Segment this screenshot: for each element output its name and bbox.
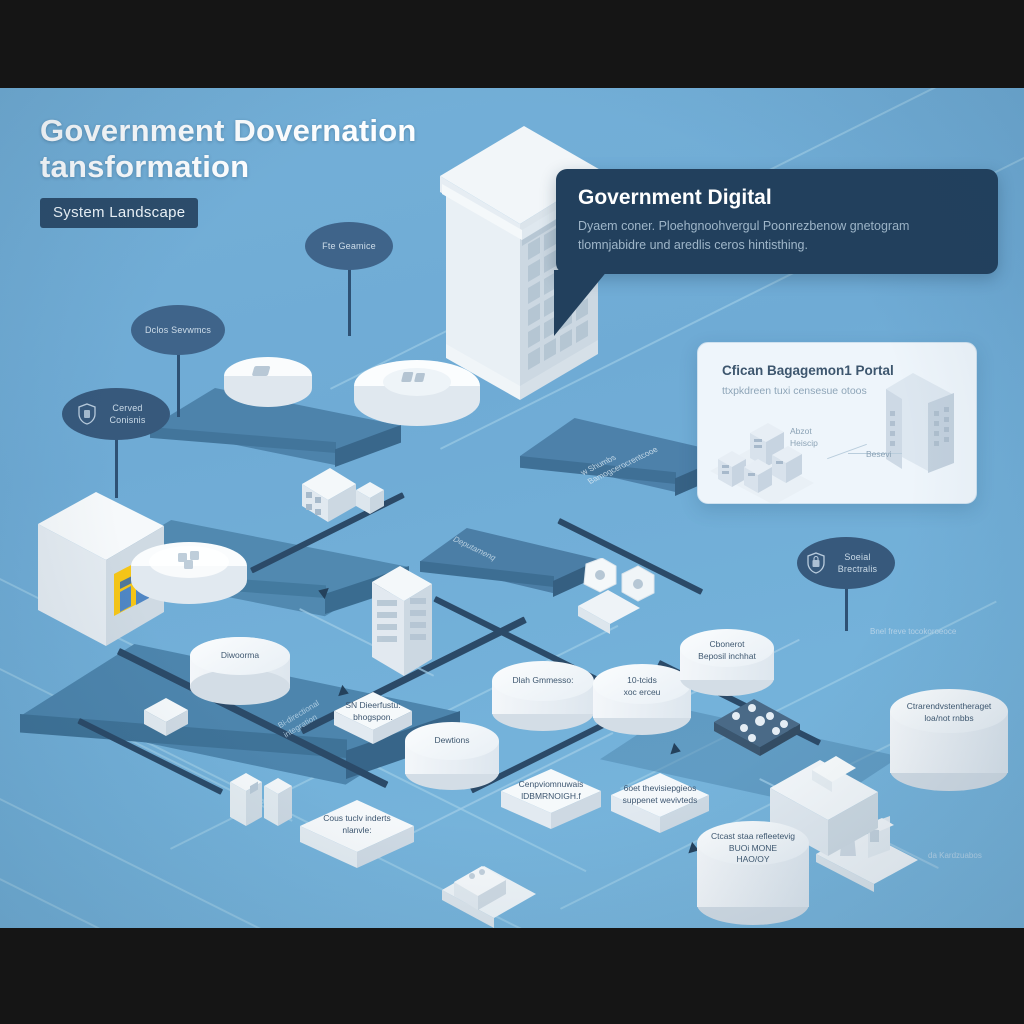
cylinder-data-governance[interactable]: Dlah Gmmesso:: [492, 661, 594, 731]
cube-label: Cenpviomnuwais lDBMRNOIGH.f: [518, 779, 584, 801]
round-platform-center-left: [352, 358, 482, 430]
cube-label: Cous tuclv inderts nlanvle:: [323, 813, 391, 835]
callout-body: Dyaem coner. Ploehgnoohvergul Poonrezben…: [578, 219, 910, 252]
cube-integration-blueprint[interactable]: SN Dieerfustu: bhogspon.: [330, 691, 416, 747]
pill-shared-details[interactable]: Soeial Brectralis: [797, 537, 895, 589]
letterbox-bar-top: [0, 0, 1024, 88]
info-card-citizen-portal: Cfican Bagagemon1 Portal ttxpkdreen tuxi…: [697, 342, 977, 504]
floating-note-dashboard: da Kardzuabos: [928, 851, 982, 860]
callout-heading: Government Digital: [578, 186, 772, 209]
pill-stem: [348, 268, 351, 336]
pill-label: Fte Geamice: [322, 241, 376, 251]
letterbox-bar-bottom: [0, 928, 1024, 1024]
cylinder-discovery-map[interactable]: Diwoorma: [190, 637, 290, 705]
card-annotation: Abzot Heiscip: [790, 426, 818, 448]
pill-data-services[interactable]: Dclos Sevwmcs: [131, 305, 225, 355]
pill-cloud-consents[interactable]: Cerved Conisnis: [62, 388, 170, 440]
card-server-bank-icon: [710, 423, 814, 503]
terminal-pair: [226, 768, 300, 838]
cylinder-transverse-target[interactable]: Ctrarendvstentheraget loa/not rnbbs: [890, 689, 1008, 791]
chip-grid-icon: [708, 694, 806, 760]
cube-label: 6oet thevisiepgieos suppenet wevivteds: [622, 783, 698, 805]
pill-label: Cerved Conisnis: [109, 403, 146, 425]
cylinder-label: Dlah Gmmesso:: [512, 675, 574, 685]
cylinder-consent-deposit[interactable]: Cbonerot Beposil inchhat: [680, 629, 774, 696]
page-title-line2: tansformation: [40, 149, 250, 184]
cube-open-workloads[interactable]: Cenpviomnuwais lDBMRNOIGH.f: [496, 767, 606, 833]
pill-stem: [177, 353, 180, 417]
cube-label: SN Dieerfustu: bhogspon.: [345, 700, 401, 722]
pill-stem: [845, 587, 848, 631]
card-heading: Cfican Bagagemon1 Portal: [722, 363, 894, 378]
cylinder-label: Diwoorma: [220, 650, 260, 660]
cylinder-label: Cbonerot Beposil inchhat: [698, 639, 756, 661]
platform-departments: Deputamenq: [420, 528, 601, 616]
white-riser-bottom-center: [760, 748, 890, 868]
cube-support-workloads[interactable]: 6oet thevisiepgieos suppenet wevivteds: [606, 771, 714, 837]
cylinder-devotions[interactable]: Dewtions: [405, 722, 499, 790]
diagram-canvas: Deputamenq w Shumbs Bamogcerocrentcooe: [0, 88, 1024, 928]
lock-icon: [807, 552, 825, 574]
pill-file-generation[interactable]: Fte Geamice: [305, 222, 393, 270]
page-title-line1: Government Dovernation: [40, 113, 417, 148]
machine-block-bottom: [432, 858, 552, 928]
disc-stack-left: [128, 540, 250, 604]
subtitle-tag: System Landscape: [40, 198, 199, 228]
pill-stem: [115, 438, 118, 498]
pill-label: Dclos Sevwmcs: [144, 325, 212, 335]
callout-tail: [554, 270, 608, 336]
cylinder-label: 10-tcids xoc erceu: [623, 675, 661, 697]
server-rack-center: [368, 556, 436, 686]
cylinder-label: Ctrarendvstentheraget loa/not rnbbs: [906, 701, 992, 723]
cube-core-standards[interactable]: Cous tuclv inderts nlanvle:: [294, 798, 420, 872]
shield-icon: [78, 403, 97, 425]
floating-note-realtime: Bnel freve tocokoroeoce: [870, 627, 957, 636]
page-title: Government Dovernation tansformation: [40, 113, 460, 185]
cylinder-totals-accounts[interactable]: 10-tcids xoc erceu: [593, 664, 691, 735]
card-leader-line: [848, 453, 902, 454]
micro-cubes-left: [140, 696, 210, 744]
cylinder-datastore-archive[interactable]: Ctcast staa refleetevig BUOi MONE HAO/OY: [697, 821, 809, 925]
cylinder-label: Ctcast staa refleetevig BUOi MONE HAO/OY: [710, 831, 796, 864]
office-cluster-left: [296, 460, 392, 530]
card-annotation: Besevi: [866, 449, 892, 459]
disc-server-top: [222, 354, 314, 410]
card-subheading: ttxpkdreen tuxi censesue otoos: [722, 385, 867, 397]
hex-node-cluster: [564, 557, 674, 640]
callout-balloon: Government Digital Dyaem coner. Ploehgno…: [554, 169, 998, 336]
title-block: Government Dovernation tansformation Sys…: [40, 113, 460, 228]
card-arch-building-icon: [886, 373, 954, 473]
pill-label: Soeial Brectralis: [837, 552, 878, 574]
cylinder-label: Dewtions: [434, 735, 470, 745]
